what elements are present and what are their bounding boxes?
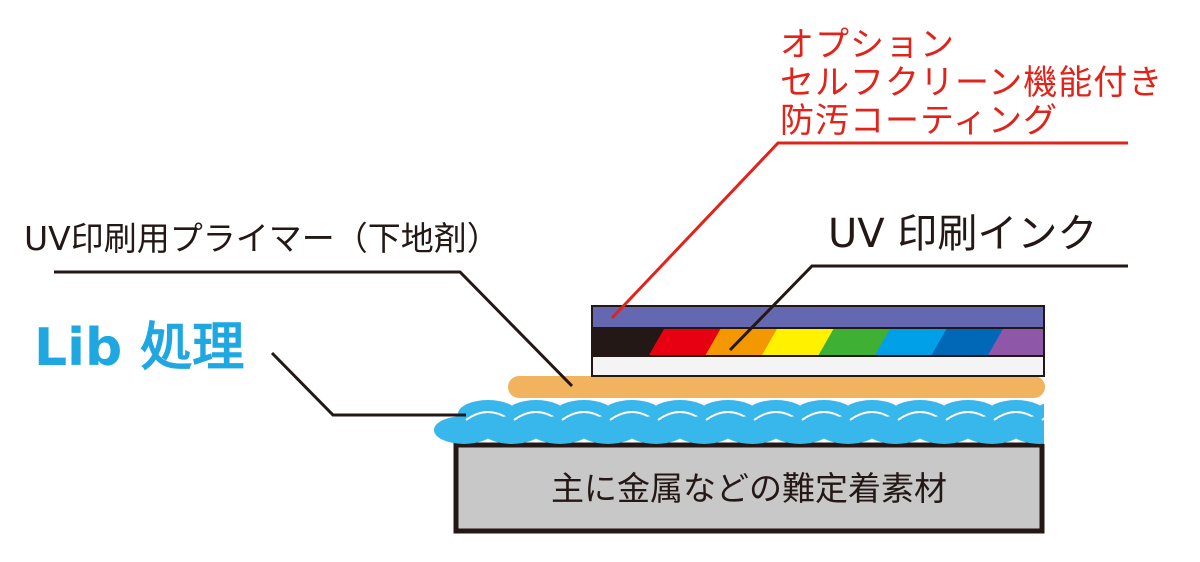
ink-stripe (987, 328, 1044, 356)
lib-wave-segment (482, 416, 542, 444)
lib-layer (434, 396, 1104, 444)
substrate-label: 主に金属などの難定着素材 (551, 468, 947, 508)
ink-stripe (818, 328, 892, 356)
lib-wave-segment (818, 416, 878, 444)
ink-stripe (648, 328, 722, 356)
leader-line-lib (270, 351, 466, 417)
lib-wave-segment (770, 416, 830, 444)
lib-wave-segment (674, 416, 734, 444)
lib-wave-segment (866, 416, 926, 444)
lib-treatment-label: Lib 処理 (34, 318, 245, 378)
lib-wave-segment (626, 416, 686, 444)
leader-line-primer (54, 270, 574, 388)
ink-label: UV 印刷インク (828, 211, 1098, 257)
option-note-line3: 防汚コーティング (780, 101, 1058, 141)
lib-wave-segment (722, 416, 782, 444)
substrate-block (453, 442, 1045, 534)
ink-stripe (705, 328, 779, 356)
ink-layer (591, 327, 1045, 357)
option-coating-note: オプション セルフクリーン機能付き 防汚コーティング (780, 26, 1163, 140)
primer-layer (508, 376, 1045, 398)
option-note-line1: オプション (780, 25, 955, 65)
coating-layer (591, 305, 1045, 329)
leader-line-ink (728, 264, 1128, 352)
primer-label: UV印刷用プライマー（下地剤） (24, 219, 500, 258)
ink-stripe (931, 328, 1005, 356)
leader-line-coating (610, 141, 1128, 320)
lib-wave-segment (434, 416, 494, 444)
option-note-line2: セルフクリーン機能付き (780, 63, 1164, 103)
lib-wave-segment (962, 416, 1022, 444)
lib-wave-segment (578, 416, 638, 444)
white-base-layer (591, 355, 1045, 377)
lib-wave-segment (530, 416, 590, 444)
lib-wave-segment (914, 416, 974, 444)
ink-stripe (761, 328, 835, 356)
ink-stripe (874, 328, 948, 356)
ink-stripe (592, 328, 666, 356)
